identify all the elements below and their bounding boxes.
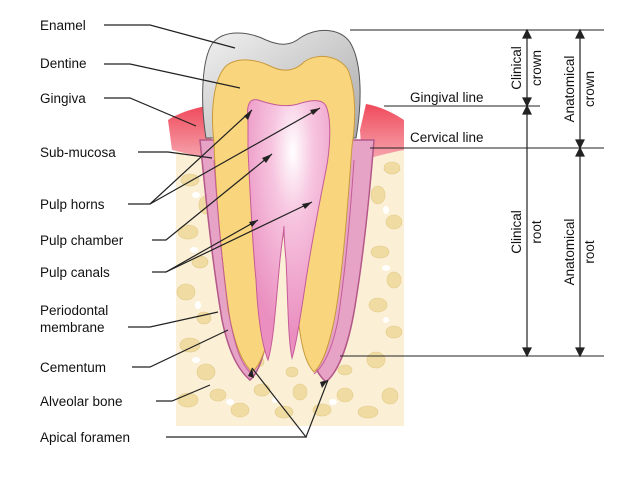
label-clinical-crown-2: crown — [529, 50, 544, 86]
label-enamel: Enamel — [40, 18, 86, 33]
label-periodontal-2: membrane — [40, 320, 105, 335]
label-anatomical-crown-2: crown — [582, 71, 597, 107]
label-cervical-line: Cervical line — [410, 130, 484, 145]
label-pulp-horns: Pulp horns — [40, 197, 105, 212]
pulp — [247, 99, 331, 362]
label-alveolar-bone: Alveolar bone — [40, 394, 123, 409]
label-gingival-line: Gingival line — [410, 90, 484, 105]
cementum — [213, 159, 355, 375]
label-pulp-chamber: Pulp chamber — [40, 233, 124, 248]
label-clinical-root-1: Clinical — [509, 210, 524, 254]
label-pulp-canals: Pulp canals — [40, 265, 110, 280]
label-apical-foramen: Apical foramen — [40, 430, 130, 445]
label-submucosa: Sub-mucosa — [40, 145, 116, 160]
label-clinical-root-2: root — [529, 220, 544, 244]
label-anatomical-root-2: root — [582, 240, 597, 264]
label-cementum: Cementum — [40, 360, 106, 375]
label-dentine: Dentine — [40, 56, 87, 71]
leader-lines — [104, 24, 329, 438]
label-anatomical-crown-1: Anatomical — [562, 56, 577, 123]
dimension-arrows — [522, 28, 585, 358]
label-periodontal-1: Periodontal — [40, 303, 108, 318]
label-clinical-crown-1: Clinical — [509, 46, 524, 90]
leader-arrowheads — [244, 108, 328, 388]
label-gingiva: Gingiva — [40, 91, 86, 106]
reference-lines — [340, 29, 604, 357]
label-anatomical-root-1: Anatomical — [562, 219, 577, 286]
